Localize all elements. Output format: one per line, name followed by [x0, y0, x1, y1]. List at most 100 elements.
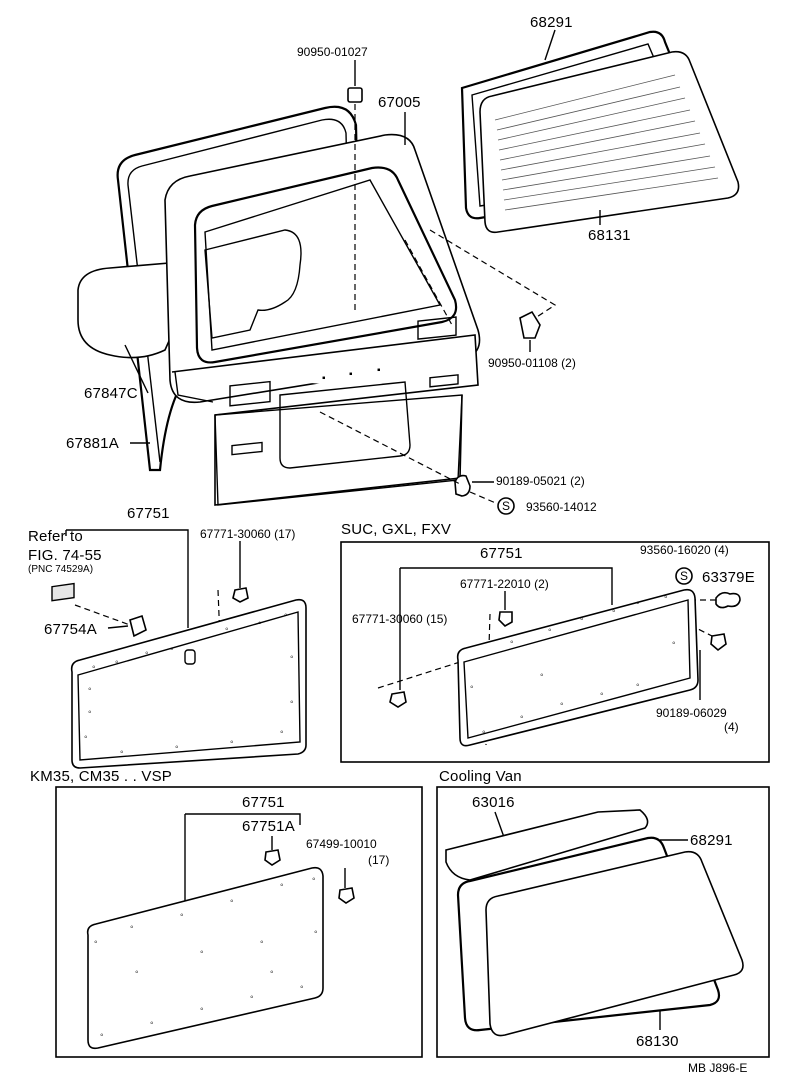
svg-text:◦: ◦ [482, 727, 486, 738]
label-93560-16020: 93560-16020 (4) [640, 543, 729, 557]
label-68291-top: 68291 [530, 14, 573, 31]
label-67751-suc: 67751 [480, 545, 523, 562]
clip-67771-22010 [498, 611, 513, 627]
glass-68131 [479, 50, 740, 234]
svg-text:◦: ◦ [300, 982, 304, 993]
label-67771-30060-suc: 67771-30060 (15) [352, 612, 447, 626]
svg-text:◦: ◦ [470, 682, 474, 693]
part-67751A [264, 849, 281, 866]
diagram-code: MB J896-E [688, 1061, 747, 1075]
label-67751-km: 67751 [242, 794, 285, 811]
label-67499-10010: 67499-10010 [306, 837, 377, 851]
label-67751-left: 67751 [127, 505, 170, 522]
clip-67771-30060 [232, 587, 249, 603]
defogger-lines [494, 74, 719, 211]
svg-text:▪: ▪ [377, 365, 381, 376]
svg-text:◦: ◦ [510, 637, 514, 648]
svg-text:◦: ◦ [84, 732, 88, 743]
svg-text:◦: ◦ [290, 697, 294, 708]
svg-text:◦: ◦ [120, 747, 124, 758]
screw-90189-05021 [319, 411, 471, 497]
board-holes-km: ◦◦◦ ◦◦◦ ◦◦◦ ◦◦◦ ◦◦◦ ◦ [94, 874, 318, 1041]
suc-title: SUC, GXL, FXV [341, 521, 451, 538]
svg-text:◦: ◦ [580, 614, 584, 625]
label-93560-14012: 93560-14012 [526, 500, 597, 514]
svg-text:◦: ◦ [290, 652, 294, 663]
svg-text:◦: ◦ [130, 922, 134, 933]
top-callouts: 68291 90950-01027 67005 68131 90950-0110… [66, 14, 631, 514]
back-glass-group [404, 30, 740, 329]
svg-text:◦: ◦ [175, 742, 179, 753]
label-90189-06029: 90189-06029 [656, 706, 727, 720]
spoiler-63016 [445, 809, 649, 881]
svg-text:◦: ◦ [664, 592, 668, 603]
svg-text:◦: ◦ [88, 707, 92, 718]
svg-text:◦: ◦ [280, 727, 284, 738]
screw-90189-06029 [710, 633, 727, 652]
svg-text:◦: ◦ [520, 712, 524, 723]
svg-text:◦: ◦ [200, 947, 204, 958]
svg-text:◦: ◦ [88, 684, 92, 695]
board-holes-suc: ◦◦◦ ◦◦◦ ◦◦◦ ◦◦◦ ◦◦ [470, 592, 676, 738]
svg-text:◦: ◦ [150, 1018, 154, 1029]
cooling-frame [436, 786, 770, 1058]
bumper-90950-01027 [347, 87, 363, 310]
svg-text:▪: ▪ [322, 373, 326, 384]
svg-text:◦: ◦ [170, 644, 174, 655]
svg-text:◦: ◦ [100, 1030, 104, 1041]
label-67751A: 67751A [242, 818, 295, 835]
svg-text:◦: ◦ [560, 699, 564, 710]
svg-text:◦: ◦ [94, 937, 98, 948]
svg-text:◦: ◦ [548, 625, 552, 636]
door-window-opening [193, 166, 458, 364]
glass-68130 [485, 850, 744, 1037]
label-90950-01027: 90950-01027 [297, 45, 368, 59]
suc-frame [340, 541, 770, 763]
label-90950-01108: 90950-01108 (2) [488, 356, 576, 370]
svg-text:◦: ◦ [284, 610, 288, 621]
label-67881A: 67881A [66, 435, 119, 452]
box-cooling-van: Cooling Van 63016 68291 68130 [436, 768, 770, 1058]
svg-text:◦: ◦ [636, 598, 640, 609]
part-63379E [715, 591, 741, 609]
svg-text:▪: ▪ [349, 369, 353, 380]
svg-text:◦: ◦ [280, 880, 284, 891]
svg-text:◦: ◦ [612, 606, 616, 617]
svg-text:◦: ◦ [312, 874, 316, 885]
plate-ref [51, 582, 75, 602]
back-door-67005 [164, 133, 481, 404]
svg-text:◦: ◦ [135, 967, 139, 978]
svg-text:◦: ◦ [180, 910, 184, 921]
cooling-title: Cooling Van [439, 768, 522, 785]
svg-text:◦: ◦ [636, 680, 640, 691]
label-67754A: 67754A [44, 621, 97, 638]
svg-text:◦: ◦ [270, 967, 274, 978]
svg-text:◦: ◦ [92, 662, 96, 673]
box-suc-gxl-fxv: SUC, GXL, FXV 67751 93560-16020 (4) S 63… [340, 521, 770, 763]
svg-text:◦: ◦ [230, 737, 234, 748]
svg-text:◦: ◦ [258, 618, 262, 629]
trim-panel-left: 67751 Refer to FIG. 74-55 (PNC 74529A) 6… [28, 505, 307, 769]
trim-board-suc [456, 588, 699, 747]
label-67499-10010-qty: (17) [368, 853, 389, 867]
trim-board-left [70, 598, 307, 769]
clip-67499-10010 [338, 887, 355, 904]
part-67754A [129, 614, 147, 638]
label-63379E: 63379E [702, 569, 755, 586]
trim-board-km [86, 866, 324, 1050]
label-90189-05021: 90189-05021 (2) [496, 474, 585, 488]
svg-text:◦: ◦ [200, 1004, 204, 1015]
clip-67771-30060-suc [389, 691, 407, 708]
weatherstrip-68291-cool [456, 836, 721, 1032]
svg-text:◦: ◦ [145, 648, 149, 659]
km-frame [55, 786, 423, 1058]
svg-text:◦: ◦ [115, 657, 119, 668]
refer-line1: Refer to [28, 528, 83, 545]
svg-text:◦: ◦ [600, 689, 604, 700]
clip-90950-01108 [519, 310, 541, 339]
label-68130: 68130 [636, 1033, 679, 1050]
refer-line3: (PNC 74529A) [28, 564, 93, 575]
label-67847C: 67847C [84, 385, 138, 402]
svg-text:◦: ◦ [314, 927, 318, 938]
